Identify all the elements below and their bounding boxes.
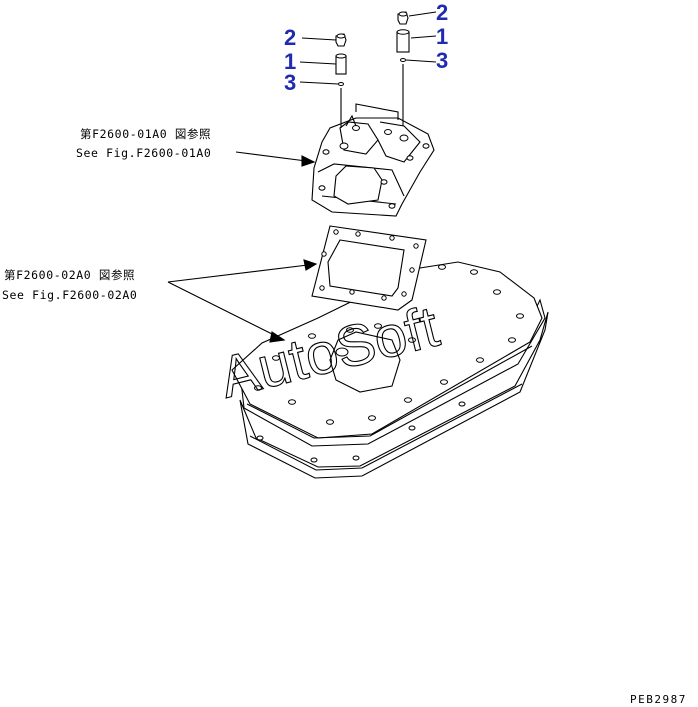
ref-plate-jp: 第F2600-02A0 図参照 xyxy=(4,268,135,282)
case-bolt-holes xyxy=(254,264,524,463)
bracket-line xyxy=(355,103,399,120)
callout-leaders xyxy=(299,11,437,85)
gasket xyxy=(311,225,427,311)
o-ring-left xyxy=(338,82,344,86)
callout-3-right: 3 xyxy=(436,48,448,73)
callout-1-right: 1 xyxy=(436,24,448,49)
transmission-case xyxy=(231,261,549,479)
right-hardware-stack xyxy=(396,11,410,126)
callout-3-left: 3 xyxy=(284,70,296,95)
callout-2-right: 2 xyxy=(436,0,448,25)
valve-port-opening xyxy=(329,331,401,393)
fitting-left xyxy=(335,55,347,75)
callout-1-left: 1 xyxy=(284,49,296,74)
callout-2-left: 2 xyxy=(284,25,296,50)
control-valve-body xyxy=(311,117,435,217)
drawing-code: PEB2987 xyxy=(630,693,687,706)
ref-valve-body-jp: 第F2600-01A0 図参照 xyxy=(80,127,211,141)
left-hardware-stack xyxy=(335,33,357,128)
ref-plate-en: See Fig.F2600-02A0 xyxy=(2,288,137,302)
ref-valve-body-en: See Fig.F2600-01A0 xyxy=(76,146,211,160)
o-ring-right xyxy=(400,58,406,62)
reference-leaders xyxy=(167,151,318,343)
fitting-right xyxy=(396,31,410,53)
